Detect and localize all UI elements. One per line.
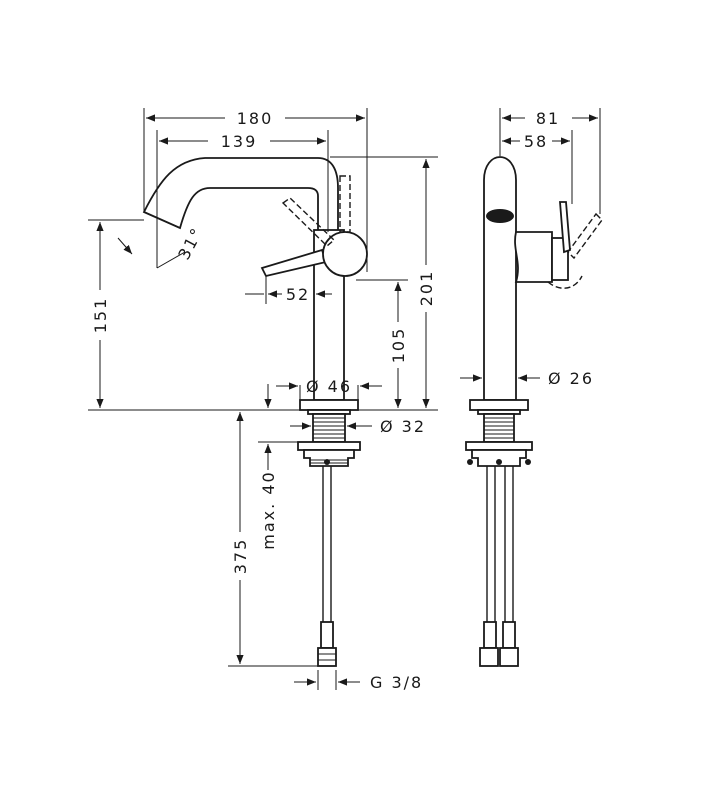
dim-201: 201 [417, 270, 436, 307]
side-lever-housing [514, 231, 553, 283]
front-view [142, 157, 368, 667]
washer [297, 441, 361, 451]
fixing-nut [303, 449, 355, 467]
side-hoses [479, 466, 519, 667]
dim-max-40: max. 40 [259, 470, 278, 549]
lever-hub [322, 231, 368, 277]
lever-alt-position-2 [339, 175, 351, 233]
spout [142, 157, 339, 233]
supply-hoses [317, 466, 337, 667]
lever-alt-position-1 [281, 197, 336, 247]
side-body [483, 156, 517, 401]
shank-threads [313, 417, 345, 439]
side-lever-alt [567, 212, 603, 260]
side-shank [483, 413, 515, 443]
base-plate [299, 399, 359, 411]
dim-31-deg: 31° [174, 224, 207, 263]
dim-52: 52 [286, 285, 310, 304]
dim-g-3-8: G 3/8 [370, 673, 423, 692]
dim-139: 139 [221, 132, 258, 151]
dim-105: 105 [389, 327, 408, 364]
dim-81: 81 [536, 109, 560, 128]
dim-diameter-32: Ø 32 [380, 417, 426, 436]
dim-diameter-26: Ø 26 [548, 369, 594, 388]
dim-375: 375 [231, 538, 250, 575]
dimension-lines [88, 108, 601, 690]
dim-180: 180 [237, 109, 274, 128]
side-outlet [486, 209, 514, 223]
side-view [465, 156, 603, 667]
dim-151: 151 [91, 297, 110, 334]
dim-58: 58 [524, 132, 548, 151]
dim-diameter-46: Ø 46 [306, 377, 352, 396]
